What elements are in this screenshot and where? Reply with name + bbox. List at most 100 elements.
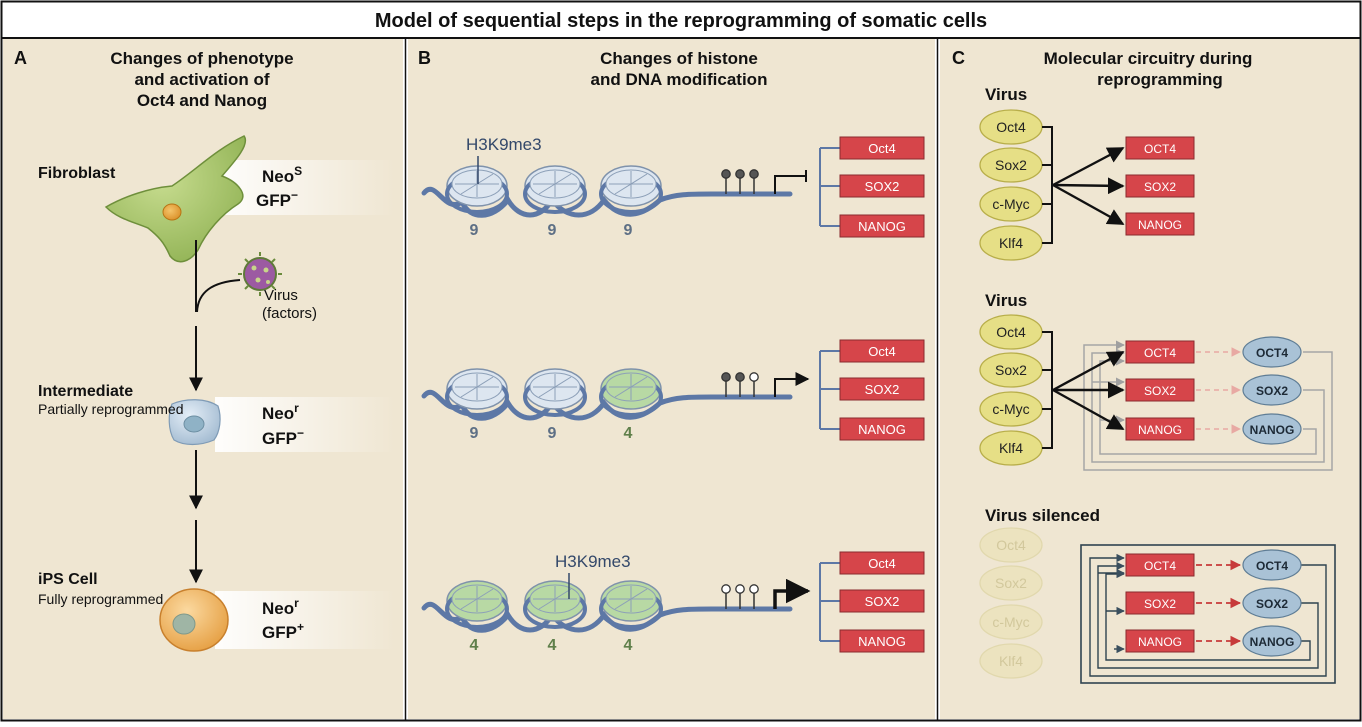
nucleosome: 9 — [523, 368, 587, 442]
protein-oval — [1242, 625, 1302, 657]
gene-name: NANOG — [1138, 423, 1182, 437]
histone-divider — [538, 376, 572, 398]
ips-nucleus — [172, 613, 196, 635]
histone-divider — [614, 376, 648, 398]
protein-name: NANOG — [1250, 423, 1295, 437]
gene-box — [839, 551, 925, 575]
histone-mark-number: 9 — [470, 222, 479, 239]
unmethylated-cpg — [749, 372, 759, 382]
circuit-box — [1080, 544, 1336, 684]
gene-name: OCT4 — [1144, 559, 1176, 573]
gene-box — [1125, 340, 1195, 364]
nucleosome: 9 — [523, 165, 587, 239]
gene-name: OCT4 — [1144, 346, 1176, 360]
nucleosome: 4 — [445, 580, 509, 654]
protein-name: SOX2 — [1256, 597, 1288, 611]
protein-name: OCT4 — [1256, 346, 1288, 360]
histone-divider — [538, 588, 572, 610]
gene-name: SOX2 — [865, 179, 900, 194]
gene-name: NANOG — [1138, 635, 1182, 649]
activation-arrow — [1052, 388, 1125, 431]
gene-box — [839, 629, 925, 653]
gene-name: OCT4 — [1144, 142, 1176, 156]
panel-c-heading: Molecular circuitry during — [1044, 49, 1253, 68]
gene-box — [839, 214, 925, 238]
gene-name: Oct4 — [868, 141, 895, 156]
protein-name: OCT4 — [1256, 559, 1288, 573]
histone-mark-number: 9 — [548, 222, 557, 239]
gene-name: NANOG — [858, 634, 906, 649]
factor-name: c-Myc — [992, 614, 1029, 630]
gene-box — [839, 417, 925, 441]
factor-oval — [979, 604, 1043, 640]
factor-bracket — [1042, 126, 1053, 244]
histone-divider — [460, 173, 494, 195]
neo-marker: Neor — [262, 596, 299, 618]
fibroblast-nucleus — [162, 203, 182, 221]
histone-divider — [460, 376, 494, 398]
histone-mark-number: 9 — [624, 222, 633, 239]
gene-box — [1125, 136, 1195, 160]
factor-oval — [979, 643, 1043, 679]
activation-arrow — [1052, 146, 1125, 187]
panel-a-letter: A — [14, 48, 27, 68]
factor-name: c-Myc — [992, 401, 1029, 417]
virus-factors-label: (factors) — [262, 305, 317, 322]
intermediate-nucleus — [183, 415, 205, 433]
nucleosome: 4 — [599, 580, 663, 654]
autoregulatory-loop — [1105, 569, 1311, 661]
gene-box — [1125, 629, 1195, 653]
panel-c: C Molecular circuitry during reprogrammi… — [952, 48, 1336, 684]
factor-name: Oct4 — [996, 324, 1026, 340]
histone-mark-label: H3K9me3 — [466, 135, 542, 154]
protein-oval — [1242, 374, 1302, 406]
protein-name: NANOG — [1250, 635, 1295, 649]
methylated-cpg — [721, 169, 731, 179]
gene-name: SOX2 — [865, 594, 900, 609]
feedback-loop — [1083, 340, 1333, 471]
factor-name: Sox2 — [995, 575, 1027, 591]
gene-box — [1125, 553, 1195, 577]
promoter-on — [774, 372, 810, 397]
protein-oval — [1242, 336, 1302, 368]
neo-marker: NeoS — [262, 164, 302, 186]
gene-box — [839, 377, 925, 401]
panel-b: B Changes of histone and DNA modificatio… — [418, 48, 925, 654]
panel-a: A Changes of phenotype and activation of… — [14, 48, 395, 652]
gene-name: SOX2 — [1144, 597, 1176, 611]
stage-description: Fully reprogrammed — [38, 591, 163, 607]
gene-name: SOX2 — [1144, 384, 1176, 398]
protein-name: SOX2 — [1256, 384, 1288, 398]
activation-arrow — [1052, 350, 1125, 392]
activation-arrow — [1052, 177, 1125, 195]
factor-name: Sox2 — [995, 157, 1027, 173]
factor-name: Oct4 — [996, 537, 1026, 553]
histone-mark-number: 9 — [548, 425, 557, 442]
histone-mark-label: H3K9me3 — [555, 552, 631, 571]
gene-box — [1125, 417, 1195, 441]
virus-particle-icon — [238, 252, 282, 296]
stage-name: Fibroblast — [38, 165, 116, 182]
stage-description: Partially reprogrammed — [38, 401, 184, 417]
histone-divider — [614, 588, 648, 610]
virus-label: Virus — [264, 287, 298, 304]
panel-a-heading: Changes of phenotype — [110, 49, 293, 68]
stage-name: iPS Cell — [38, 571, 98, 588]
gene-box — [839, 136, 925, 160]
section-label: Virus — [985, 291, 1027, 310]
nucleosome: 9 — [445, 165, 509, 239]
gene-name: NANOG — [1138, 218, 1182, 232]
factor-oval — [979, 565, 1043, 601]
factor-bracket — [1042, 331, 1053, 449]
gene-name: NANOG — [858, 219, 906, 234]
gene-box — [1125, 591, 1195, 615]
activation-arrow — [1052, 183, 1125, 226]
gene-name: NANOG — [858, 422, 906, 437]
methylated-cpg — [735, 372, 745, 382]
